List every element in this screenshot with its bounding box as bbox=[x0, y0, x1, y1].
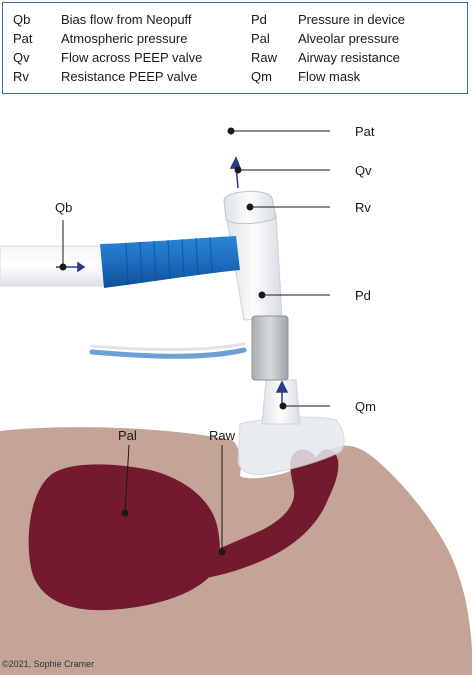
tube-ribs bbox=[125, 236, 213, 286]
label-rv: Rv bbox=[355, 200, 371, 215]
legend-desc: Flow across PEEP valve bbox=[61, 50, 203, 65]
airway bbox=[202, 449, 339, 578]
legend-desc: Flow mask bbox=[298, 69, 361, 84]
copyright-credit: ©2021, Sophie Cramer bbox=[2, 659, 95, 669]
legend-desc: Resistance PEEP valve bbox=[61, 69, 198, 84]
legend-desc: Airway resistance bbox=[298, 50, 400, 65]
inlet-tube bbox=[0, 245, 107, 287]
label-qm: Qm bbox=[355, 399, 376, 414]
label-pd: Pd bbox=[355, 288, 371, 303]
face-mask bbox=[237, 416, 345, 475]
lung bbox=[28, 464, 220, 611]
label-qb: Qb bbox=[55, 200, 72, 215]
label-pal: Pal bbox=[118, 428, 137, 443]
blue-tube bbox=[100, 236, 240, 288]
legend-box: Qb Bias flow from Neopuff Pat Atmospheri… bbox=[2, 2, 468, 94]
legend-abbr: Pal bbox=[251, 31, 270, 46]
legend-abbr: Qm bbox=[251, 69, 272, 84]
legend-abbr: Raw bbox=[251, 50, 278, 65]
legend-desc: Atmospheric pressure bbox=[61, 31, 188, 46]
pressure-line bbox=[89, 347, 247, 359]
connector-valve bbox=[251, 315, 289, 381]
legend-abbr: Qv bbox=[13, 50, 30, 65]
legend-abbr: Pd bbox=[251, 12, 267, 27]
legend-desc: Bias flow from Neopuff bbox=[61, 12, 192, 27]
legend-abbr: Pat bbox=[13, 31, 33, 46]
leader-lines bbox=[59, 127, 330, 556]
legend-abbr: Rv bbox=[13, 69, 29, 84]
label-qv: Qv bbox=[355, 163, 372, 178]
legend-abbr: Qb bbox=[13, 12, 31, 27]
legend-desc: Alveolar pressure bbox=[298, 31, 400, 46]
label-raw: Raw bbox=[209, 428, 236, 443]
pressure-line-highlight bbox=[90, 342, 246, 351]
legend-desc: Pressure in device bbox=[298, 12, 405, 27]
label-pat: Pat bbox=[355, 124, 375, 139]
